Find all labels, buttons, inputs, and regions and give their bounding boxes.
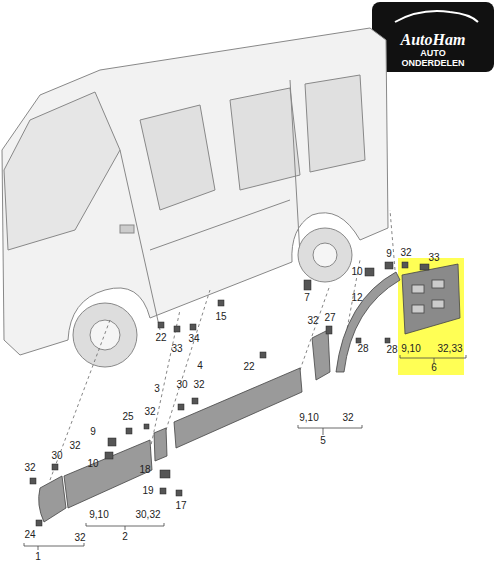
highlight	[398, 258, 464, 375]
callout-number: 27	[324, 313, 335, 323]
callout-number: 18	[139, 465, 150, 475]
callout-number: 1	[35, 552, 41, 562]
callout-number: 9,10	[401, 344, 420, 354]
callout-number: 32	[400, 248, 411, 258]
callout-number: 32	[24, 463, 35, 473]
callout-number: 2	[122, 532, 128, 542]
callout-number: 33	[171, 344, 182, 354]
callout-number: 33	[428, 253, 439, 263]
callout-number: 10	[87, 459, 98, 469]
callout-number: 30	[51, 451, 62, 461]
callout-number: 32	[74, 533, 85, 543]
callout-number: 32	[342, 413, 353, 423]
callout-number: 6	[431, 363, 437, 373]
callout-number: 7	[304, 293, 310, 303]
logo-text: AutoHam	[401, 32, 466, 48]
callout-number: 30,32	[135, 510, 160, 520]
callout-number: 30	[176, 380, 187, 390]
callout-number: 9,10	[89, 510, 108, 520]
callout-number: 15	[215, 312, 226, 322]
callout-number: 32	[193, 380, 204, 390]
callout-number: 19	[142, 486, 153, 496]
callout-number: 3	[154, 384, 160, 394]
callout-number: 25	[122, 412, 133, 422]
group-brackets	[24, 355, 466, 550]
callout-number: 5	[320, 436, 326, 446]
callout-number: 32	[69, 441, 80, 451]
callout-number: 9	[386, 249, 392, 259]
callout-number: 32	[144, 407, 155, 417]
callout-number: 22	[155, 333, 166, 343]
logo-text: AUTO ONDERDELEN	[397, 48, 469, 69]
callout-number: 12	[351, 293, 362, 303]
callout-number: 34	[188, 334, 199, 344]
trim-parts	[39, 264, 460, 522]
callout-number: 28	[357, 344, 368, 354]
callout-number: 24	[24, 530, 35, 540]
van	[2, 28, 388, 367]
callout-number: 10	[351, 267, 362, 277]
callout-number: 28	[386, 345, 397, 355]
callout-number: 17	[175, 501, 186, 511]
logo-car	[395, 11, 478, 22]
callout-number: 32,33	[437, 344, 462, 354]
callout-number: 9	[90, 427, 96, 437]
clips	[30, 262, 429, 526]
logo-box	[372, 2, 494, 72]
callout-number: 9,10	[299, 413, 318, 423]
callout-number: 32	[307, 316, 318, 326]
callout-number: 4	[197, 361, 203, 371]
callout-number: 22	[243, 362, 254, 372]
